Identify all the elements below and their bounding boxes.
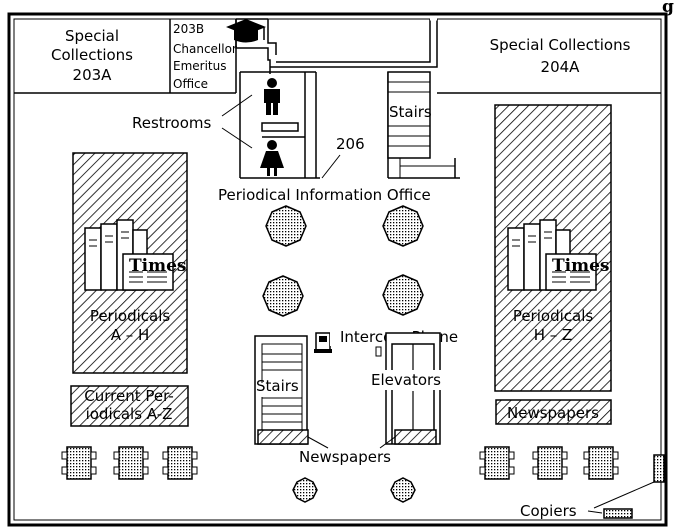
- periodicals-a-h-shelf[interactable]: Times Periodicals A – H: [72, 152, 188, 374]
- elevators-label: Elevators: [371, 371, 441, 389]
- stairs-bottom[interactable]: Stairs: [254, 335, 308, 445]
- womens-restroom-icon: [260, 140, 284, 176]
- study-table: [162, 446, 198, 480]
- stairs-top-label: Stairs: [389, 103, 432, 121]
- copier-icon: [603, 508, 633, 519]
- room-203b-line2: Emeritus: [173, 59, 226, 73]
- octagon-table: [262, 275, 304, 317]
- octagon-tables: [262, 205, 424, 317]
- room-204a-line1: Special Collections: [490, 36, 631, 54]
- newspapers-pointer-left: [307, 436, 329, 449]
- room-special-collections-203a[interactable]: Special Collections 203A: [14, 19, 171, 94]
- graduation-cap-icon: [226, 19, 266, 43]
- periodicals-a-h-line2: A – H: [111, 326, 150, 344]
- periodicals-h-z-line1: Periodicals: [513, 307, 594, 325]
- octagon-table: [382, 274, 424, 316]
- room-203b-line1: Chancellor: [173, 42, 237, 56]
- intercom-phone-icon: [314, 332, 332, 353]
- study-table: [61, 446, 97, 480]
- newspapers-center-label: Newspapers: [299, 448, 391, 466]
- room-203b-line3: Office: [173, 77, 208, 91]
- study-table: [532, 446, 568, 480]
- corridor-walls: [235, 17, 438, 74]
- current-periodicals-line2: iodicals A-Z: [86, 405, 173, 423]
- mens-restroom-icon: [264, 78, 280, 115]
- copiers[interactable]: Copiers: [520, 454, 665, 520]
- study-table: [113, 446, 149, 480]
- periodicals-a-h-line1: Periodicals: [90, 307, 171, 325]
- newspapers-right-shelf[interactable]: Newspapers: [495, 399, 612, 425]
- restrooms-pointer: [221, 94, 253, 149]
- octagon-table: [265, 205, 307, 247]
- times-masthead-right: Times: [552, 256, 609, 276]
- room-chancellor-office-203b[interactable]: 203B Chancellor Emeritus Office: [170, 19, 237, 94]
- copiers-label: Copiers: [520, 502, 577, 520]
- current-periodicals-shelf[interactable]: Current Per- iodicals A-Z: [70, 385, 189, 427]
- small-octagon-table: [390, 477, 416, 503]
- room-special-collections-204a[interactable]: Special Collections 204A: [437, 36, 661, 94]
- small-octagon-table: [292, 477, 318, 503]
- outer-wall: [7, 12, 668, 527]
- newspapers-right-label: Newspapers: [507, 404, 599, 422]
- current-periodicals-line1: Current Per-: [84, 387, 173, 405]
- octagon-table: [382, 205, 424, 247]
- outer-wall-inner: [13, 18, 662, 521]
- room-206-pointer: [321, 154, 341, 179]
- periodicals-h-z-line2: H – Z: [534, 326, 573, 344]
- newspapers-pointer-right: [379, 436, 396, 449]
- room-203a-line1: Special: [65, 27, 119, 45]
- newspapers-left-rack[interactable]: [257, 429, 309, 445]
- periodical-information-office-label: Periodical Information Office: [218, 186, 431, 204]
- header-fragment: g: [662, 0, 674, 17]
- periodicals-h-z-shelf[interactable]: Times Periodicals H – Z: [494, 104, 612, 392]
- room-206-label: 206: [336, 135, 365, 153]
- room-204a-number: 204A: [541, 58, 581, 76]
- room-203b-number: 203B: [173, 22, 204, 36]
- restrooms-label: Restrooms: [132, 114, 211, 132]
- times-masthead-left: Times: [129, 256, 186, 276]
- stairs-bottom-label: Stairs: [256, 377, 299, 395]
- stairs-top[interactable]: Stairs: [387, 71, 455, 178]
- elevators[interactable]: Elevators: [366, 332, 462, 445]
- room-203a-number: 203A: [73, 66, 113, 84]
- newspapers-center-rack[interactable]: [394, 429, 437, 445]
- copier-icon: [653, 454, 665, 483]
- study-table: [479, 446, 515, 480]
- room-203a-line2: Collections: [51, 46, 133, 64]
- study-table: [583, 446, 619, 480]
- intercom-marker: [375, 346, 382, 357]
